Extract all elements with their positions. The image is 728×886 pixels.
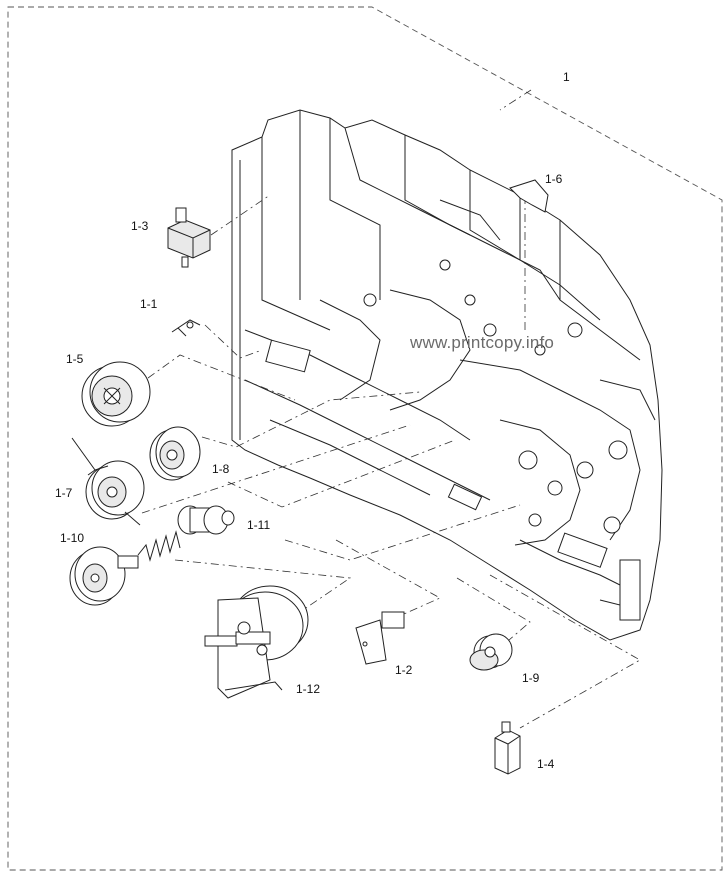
part-label-1-12: 1-12 xyxy=(296,682,321,696)
part-label-1-8: 1-8 xyxy=(212,462,230,476)
part-label-1-4: 1-4 xyxy=(537,757,555,771)
part-label-1-11: 1-11 xyxy=(247,518,271,532)
leader-lines xyxy=(141,89,641,729)
part-1-8-drawing xyxy=(149,426,201,481)
part-label-1-1: 1-1 xyxy=(140,297,158,311)
part-1-2-drawing xyxy=(355,611,405,665)
part-1-12-drawing xyxy=(204,585,309,699)
part-label-1-5: 1-5 xyxy=(66,352,84,366)
part-1-5-drawing xyxy=(81,361,151,427)
main-frame-body xyxy=(231,109,663,641)
part-1-4-drawing xyxy=(494,721,521,775)
part-label-1-7: 1-7 xyxy=(55,486,73,500)
part-label-1-10: 1-10 xyxy=(60,531,85,545)
part-label-1-6: 1-6 xyxy=(545,172,563,186)
part-1-7-drawing xyxy=(71,437,145,526)
assembly-label: 1 xyxy=(563,70,570,84)
assembly-boundary xyxy=(7,6,723,871)
part-label-1-3: 1-3 xyxy=(131,219,149,233)
part-1-11-drawing xyxy=(177,505,235,535)
part-label-1-9: 1-9 xyxy=(522,671,540,685)
part-1-6-drawing xyxy=(509,179,549,213)
part-1-3-drawing xyxy=(167,207,211,268)
part-1-1-drawing xyxy=(171,319,201,337)
watermark: www.printcopy.info xyxy=(410,333,555,352)
part-1-9-drawing xyxy=(469,633,513,671)
part-label-1-2: 1-2 xyxy=(395,663,413,677)
part-1-10-drawing xyxy=(69,530,181,606)
